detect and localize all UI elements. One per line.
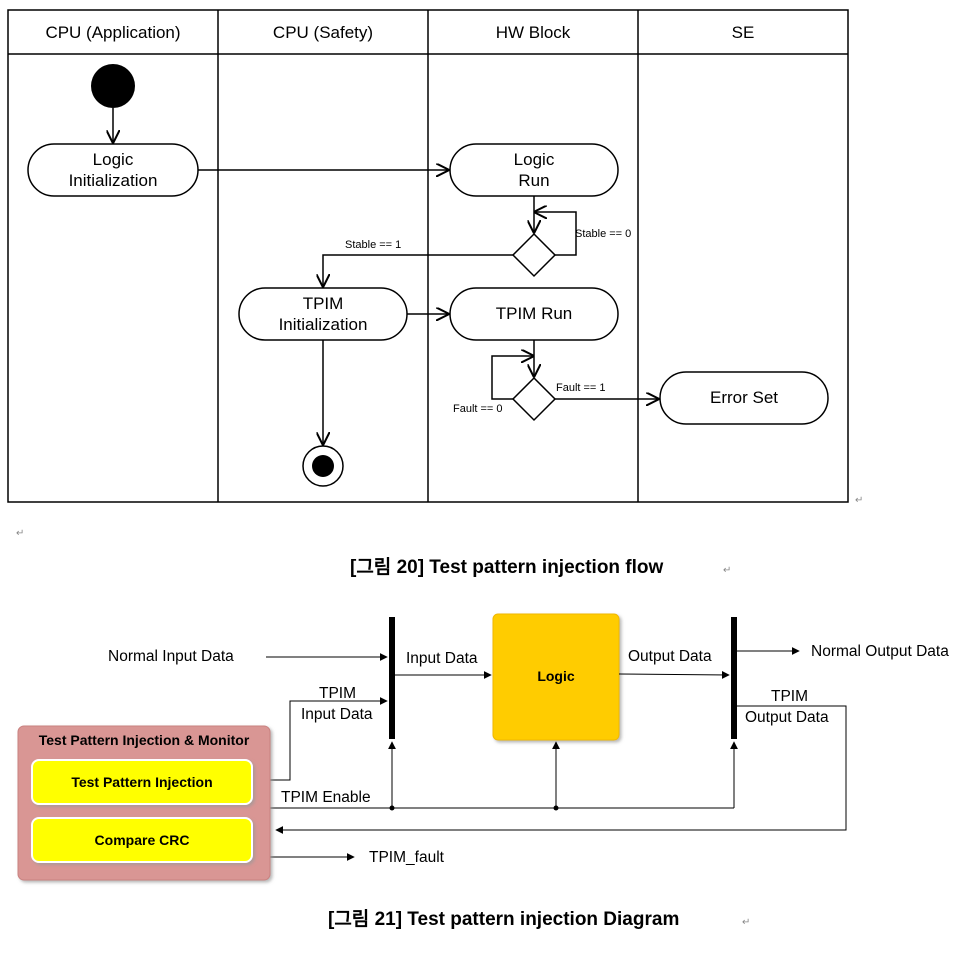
tpim-output-label-2: Output Data — [745, 709, 829, 726]
output-mux-bar — [731, 617, 737, 739]
tpim-initialization-label-2: Initialization — [279, 315, 368, 334]
stable-decision — [511, 232, 557, 278]
edge-tpim-input — [270, 697, 388, 781]
lane-header-hw-block: HW Block — [496, 23, 571, 42]
start-node — [91, 64, 135, 108]
logic-run-label-2: Run — [518, 171, 549, 190]
tpim-run-label: TPIM Run — [496, 304, 573, 323]
normal-input-data-label: Normal Input Data — [108, 648, 234, 665]
edge-tpim-output — [275, 705, 847, 834]
compare-crc-block — [31, 817, 253, 863]
lane-header-cpu-safety: CPU (Safety) — [273, 23, 373, 42]
logic-block-label: Logic — [537, 668, 575, 684]
guard-stable-one: Stable == 1 — [345, 239, 401, 251]
junction-dot — [389, 805, 395, 811]
edge-output-data — [618, 670, 730, 679]
tpim-initialization-label-1: TPIM — [303, 294, 344, 313]
fault-decision — [511, 376, 557, 422]
tpim-input-label-1: TPIM — [319, 685, 356, 702]
activity-diagram: CPU (Application) CPU (Safety) HW Block … — [7, 9, 863, 506]
tpim-enable-label: TPIM Enable — [281, 789, 371, 806]
error-set-label: Error Set — [710, 388, 778, 407]
logic-block — [492, 613, 620, 741]
block-diagram: Logic Normal Input Data Input Data Outpu… — [17, 613, 949, 881]
junction-dot — [553, 805, 559, 811]
normal-output-data-label: Normal Output Data — [811, 643, 949, 660]
figure-21-caption: [그림 21] Test pattern injection Diagram — [328, 908, 679, 930]
test-pattern-injection-label: Test Pattern Injection — [71, 774, 212, 790]
error-set-node — [659, 371, 829, 425]
paragraph-mark: ↵ — [723, 565, 731, 576]
compare-crc-label: Compare CRC — [95, 832, 190, 848]
paragraph-mark: ↵ — [742, 917, 750, 928]
logic-initialization-label-1: Logic — [93, 150, 134, 169]
guard-stable-zero: Stable == 0 — [575, 228, 631, 240]
tpim-fault-label: TPIM_fault — [369, 849, 445, 866]
paragraph-mark: ↵ — [855, 495, 863, 506]
edge-stable-loop — [535, 212, 577, 256]
tpim-input-label-2: Input Data — [301, 706, 373, 723]
figure-20-caption: [그림 20] Test pattern injection flow — [350, 556, 664, 578]
output-data-label: Output Data — [628, 648, 712, 665]
end-node — [312, 455, 334, 477]
input-data-label: Input Data — [406, 650, 478, 667]
test-pattern-monitor-title: Test Pattern Injection & Monitor — [39, 732, 250, 748]
lane-header-cpu-application: CPU (Application) — [45, 23, 180, 42]
lane-header-se: SE — [732, 23, 755, 42]
tpim-output-label-1: TPIM — [771, 688, 808, 705]
edge-stable-to-tpim-init — [323, 254, 513, 286]
guard-fault-one: Fault == 1 — [556, 382, 606, 394]
logic-run-label-1: Logic — [514, 150, 555, 169]
edge-fault-loop — [491, 356, 533, 400]
test-pattern-injection-block — [31, 759, 253, 805]
guard-fault-zero: Fault == 0 — [453, 403, 503, 415]
input-mux-bar — [389, 617, 395, 739]
paragraph-mark: ↵ — [16, 528, 24, 539]
logic-initialization-label-2: Initialization — [69, 171, 158, 190]
